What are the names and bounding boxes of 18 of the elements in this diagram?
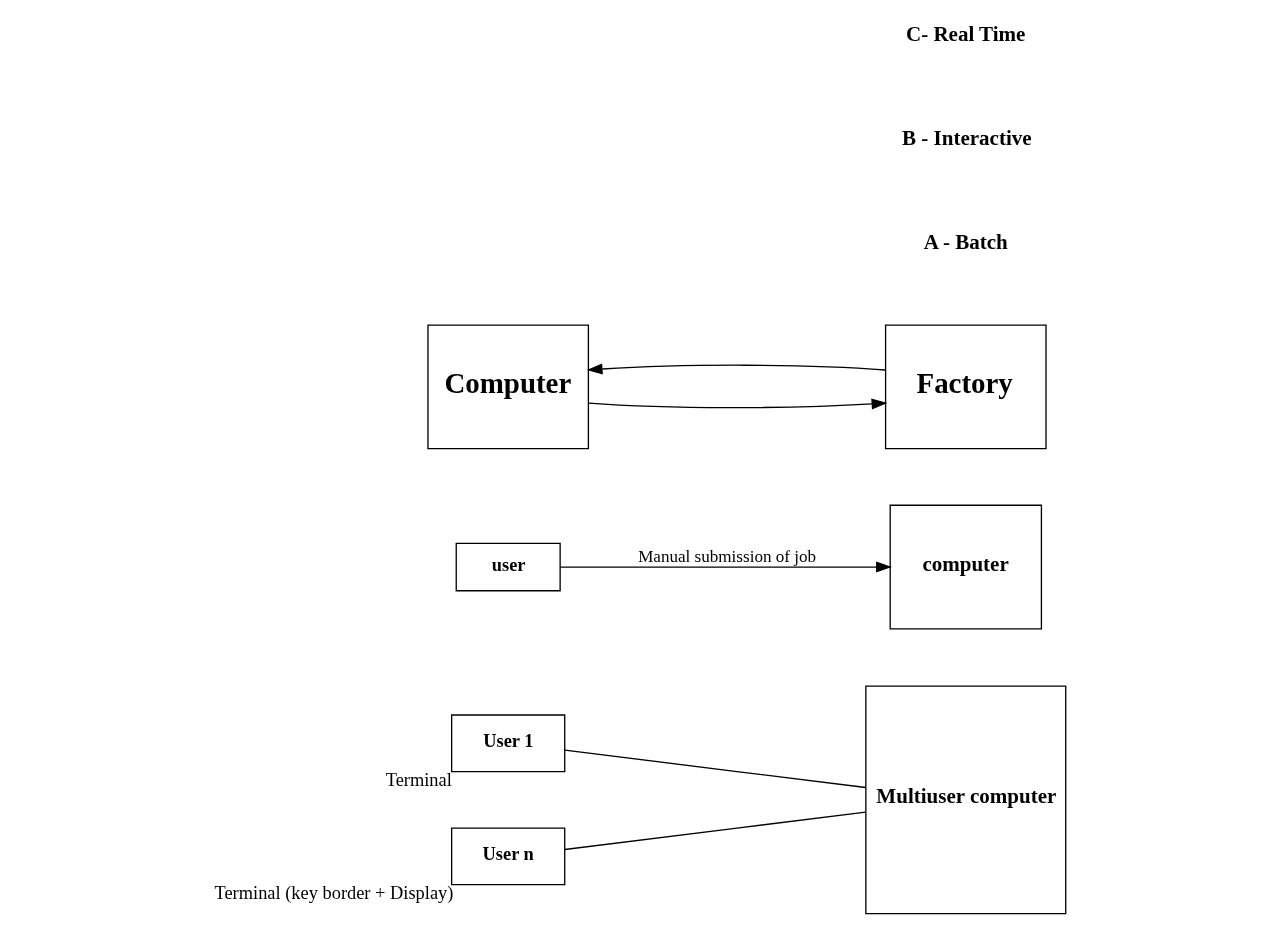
- connector: [564, 811, 867, 851]
- arrow: [588, 398, 888, 410]
- node-box: Factory: [884, 324, 1047, 450]
- arrow: [586, 363, 887, 375]
- node-box: computer: [889, 504, 1043, 630]
- node-box: user: [455, 542, 561, 592]
- node-box: User 1: [451, 714, 566, 773]
- node-label: Terminal (key border + Display): [214, 883, 454, 904]
- label: B - Interactive: [902, 125, 1032, 150]
- node-box: Computer: [427, 324, 590, 450]
- edge-label: Manual submission of job: [638, 547, 817, 567]
- connector: [564, 749, 867, 789]
- arrow: [559, 561, 892, 573]
- label: C- Real Time: [905, 21, 1026, 46]
- node-box: Multiuser computer: [865, 685, 1067, 915]
- node-box: User n: [451, 827, 566, 886]
- label: A - Batch: [923, 229, 1008, 254]
- node-label: Terminal: [385, 770, 452, 791]
